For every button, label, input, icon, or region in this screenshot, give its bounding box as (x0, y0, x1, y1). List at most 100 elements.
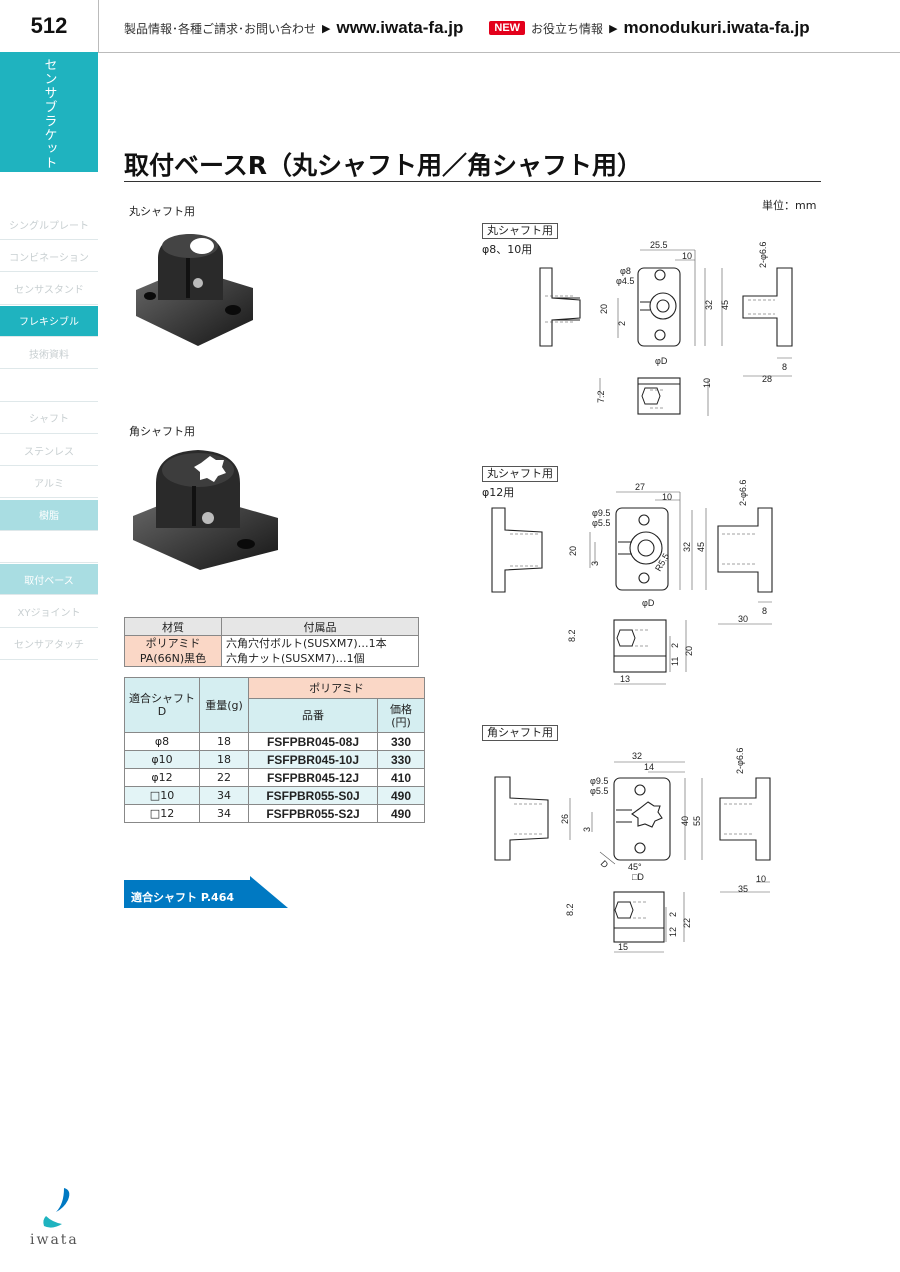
svg-text:φ8: φ8 (620, 266, 631, 276)
part-number-cell: FSFPBR045-12J (248, 768, 378, 787)
sidebar-item[interactable]: XYジョイント (0, 597, 98, 628)
price-cell: 330 (377, 732, 425, 751)
shaft-page-link[interactable]: 適合シャフト P.464 (131, 891, 235, 904)
svg-text:8.2: 8.2 (567, 629, 577, 642)
svg-text:25.5: 25.5 (650, 240, 668, 250)
weight-cell: 18 (199, 732, 249, 751)
svg-text:φ4.5: φ4.5 (616, 276, 634, 286)
svg-text:27: 27 (635, 482, 645, 492)
svg-text:30: 30 (738, 614, 748, 624)
svg-text:8: 8 (782, 362, 787, 372)
sidebar-item[interactable] (0, 532, 98, 563)
sidebar-item[interactable]: コンビネーション (0, 241, 98, 273)
svg-text:2: 2 (670, 643, 680, 648)
svg-text:11: 11 (670, 657, 680, 666)
shaft-cell: φ10 (124, 750, 200, 769)
new-badge: NEW (489, 21, 526, 35)
svg-text:φ9.5: φ9.5 (592, 508, 610, 518)
square-shaft-base-photo (133, 450, 278, 570)
svg-text:D: D (599, 858, 611, 870)
iwata-logo-mark (43, 1188, 70, 1228)
sidebar-item[interactable] (0, 371, 98, 402)
drawing1-dimension-labels: 25.5 10 φ8 φ4.5 20 2 32 45 2-φ6.6 8 28 φ… (596, 240, 787, 403)
svg-text:□D: □D (632, 872, 644, 882)
link-banner-shape (124, 876, 288, 908)
price-cell: 410 (377, 768, 425, 787)
header-info-text-2: お役立ち情報 (531, 21, 604, 36)
svg-text:45: 45 (720, 300, 730, 310)
round-shaft-photo-label: 丸シャフト用 (129, 205, 195, 218)
round-shaft-base-photo (136, 234, 253, 346)
accessory-nut: 六角ナット(SUSXM7)…1個 (226, 652, 365, 665)
price-cell: 490 (377, 786, 425, 805)
svg-text:8.2: 8.2 (565, 903, 575, 916)
sidebar-item[interactable]: シャフト (0, 403, 98, 434)
svg-text:7.2: 7.2 (596, 390, 606, 403)
weight-cell: 22 (199, 768, 249, 787)
sidebar-item[interactable]: センサアタッチ (0, 629, 98, 660)
sidebar-item[interactable]: フレキシブル (0, 305, 98, 337)
accessory-bolt: 六角穴付ボルト(SUSXM7)…1本 (226, 637, 387, 650)
svg-text:13: 13 (620, 674, 630, 684)
material-group-header: ポリアミド (248, 677, 425, 699)
svg-text:45: 45 (696, 542, 706, 552)
svg-text:2-φ6.6: 2-φ6.6 (738, 480, 748, 506)
shaft-cell: φ8 (124, 732, 200, 751)
svg-text:φD: φD (642, 598, 655, 608)
drawing3-square-shaft: 32 14 φ9.5 φ5.5 26 3 40 55 D 45° □D 2-φ6… (494, 748, 771, 953)
drawing2-title: 丸シャフト用 (482, 466, 558, 482)
svg-text:2-φ6.6: 2-φ6.6 (758, 242, 768, 268)
sidebar-item[interactable]: アルミ (0, 467, 98, 499)
header-url-main[interactable]: www.iwata-fa.jp (336, 18, 464, 37)
accessories-header: 付属品 (221, 617, 419, 636)
svg-text:22: 22 (682, 918, 692, 928)
svg-text:8: 8 (762, 606, 767, 616)
weight-header: 重量(g) (199, 677, 249, 733)
sidebar-item[interactable]: ステンレス (0, 435, 98, 467)
drawing3-dimension-labels: 32 14 φ9.5 φ5.5 26 3 40 55 D 45° □D 2-φ6… (560, 748, 766, 952)
svg-text:φ5.5: φ5.5 (590, 786, 608, 796)
drawing1-round-shaft-8-10: 25.5 10 φ8 φ4.5 20 2 32 45 2-φ6.6 8 28 φ… (539, 240, 793, 416)
svg-text:15: 15 (618, 942, 628, 952)
header-url-monodukuri[interactable]: monodukuri.iwata-fa.jp (623, 18, 810, 37)
sidebar-item[interactable]: 樹脂 (0, 499, 98, 531)
shaft-cell: □10 (124, 786, 200, 805)
drawing1-title: 丸シャフト用 (482, 223, 558, 239)
price-cell: 490 (377, 804, 425, 823)
svg-text:φD: φD (655, 356, 668, 366)
sidebar-item[interactable]: 取付ベース (0, 564, 98, 596)
svg-text:20: 20 (684, 646, 694, 656)
part-number-cell: FSFPBR055-S0J (248, 786, 378, 805)
sidebar-item[interactable]: 技術資料 (0, 338, 98, 370)
price-header: 価格 (円) (377, 698, 425, 733)
page-title: 取付ベースR（丸シャフト用／角シャフト用） (124, 151, 643, 180)
svg-text:φ5.5: φ5.5 (592, 518, 610, 528)
part-number-cell: FSFPBR045-10J (248, 750, 378, 769)
material-header: 材質 (124, 617, 222, 636)
price-header-line2: (円) (391, 715, 411, 729)
sidebar-item[interactable]: センサスタンド (0, 274, 98, 305)
svg-text:14: 14 (644, 762, 654, 772)
unit-label: 単位：mm (762, 199, 817, 212)
shaft-header-line1: 適合シャフト (129, 692, 195, 705)
drawing3-title: 角シャフト用 (482, 725, 558, 741)
header-rule (98, 52, 900, 53)
square-shaft-photo-label: 角シャフト用 (129, 425, 195, 438)
price-header-line1: 価格 (390, 702, 412, 716)
iwata-logo-text: iwata (30, 1232, 79, 1248)
header-info-text: 製品情報･各種ご請求･お問い合わせ (124, 21, 317, 36)
shaft-cell: φ12 (124, 768, 200, 787)
header-links: 製品情報･各種ご請求･お問い合わせ ▶ www.iwata-fa.jp NEW … (124, 18, 810, 38)
sidebar-item[interactable]: シングルプレート (0, 209, 98, 240)
drawing2-subtitle: φ12用 (482, 486, 515, 499)
svg-text:3: 3 (590, 561, 600, 566)
weight-cell: 34 (199, 786, 249, 805)
svg-text:10: 10 (662, 492, 672, 502)
svg-text:55: 55 (692, 816, 702, 826)
